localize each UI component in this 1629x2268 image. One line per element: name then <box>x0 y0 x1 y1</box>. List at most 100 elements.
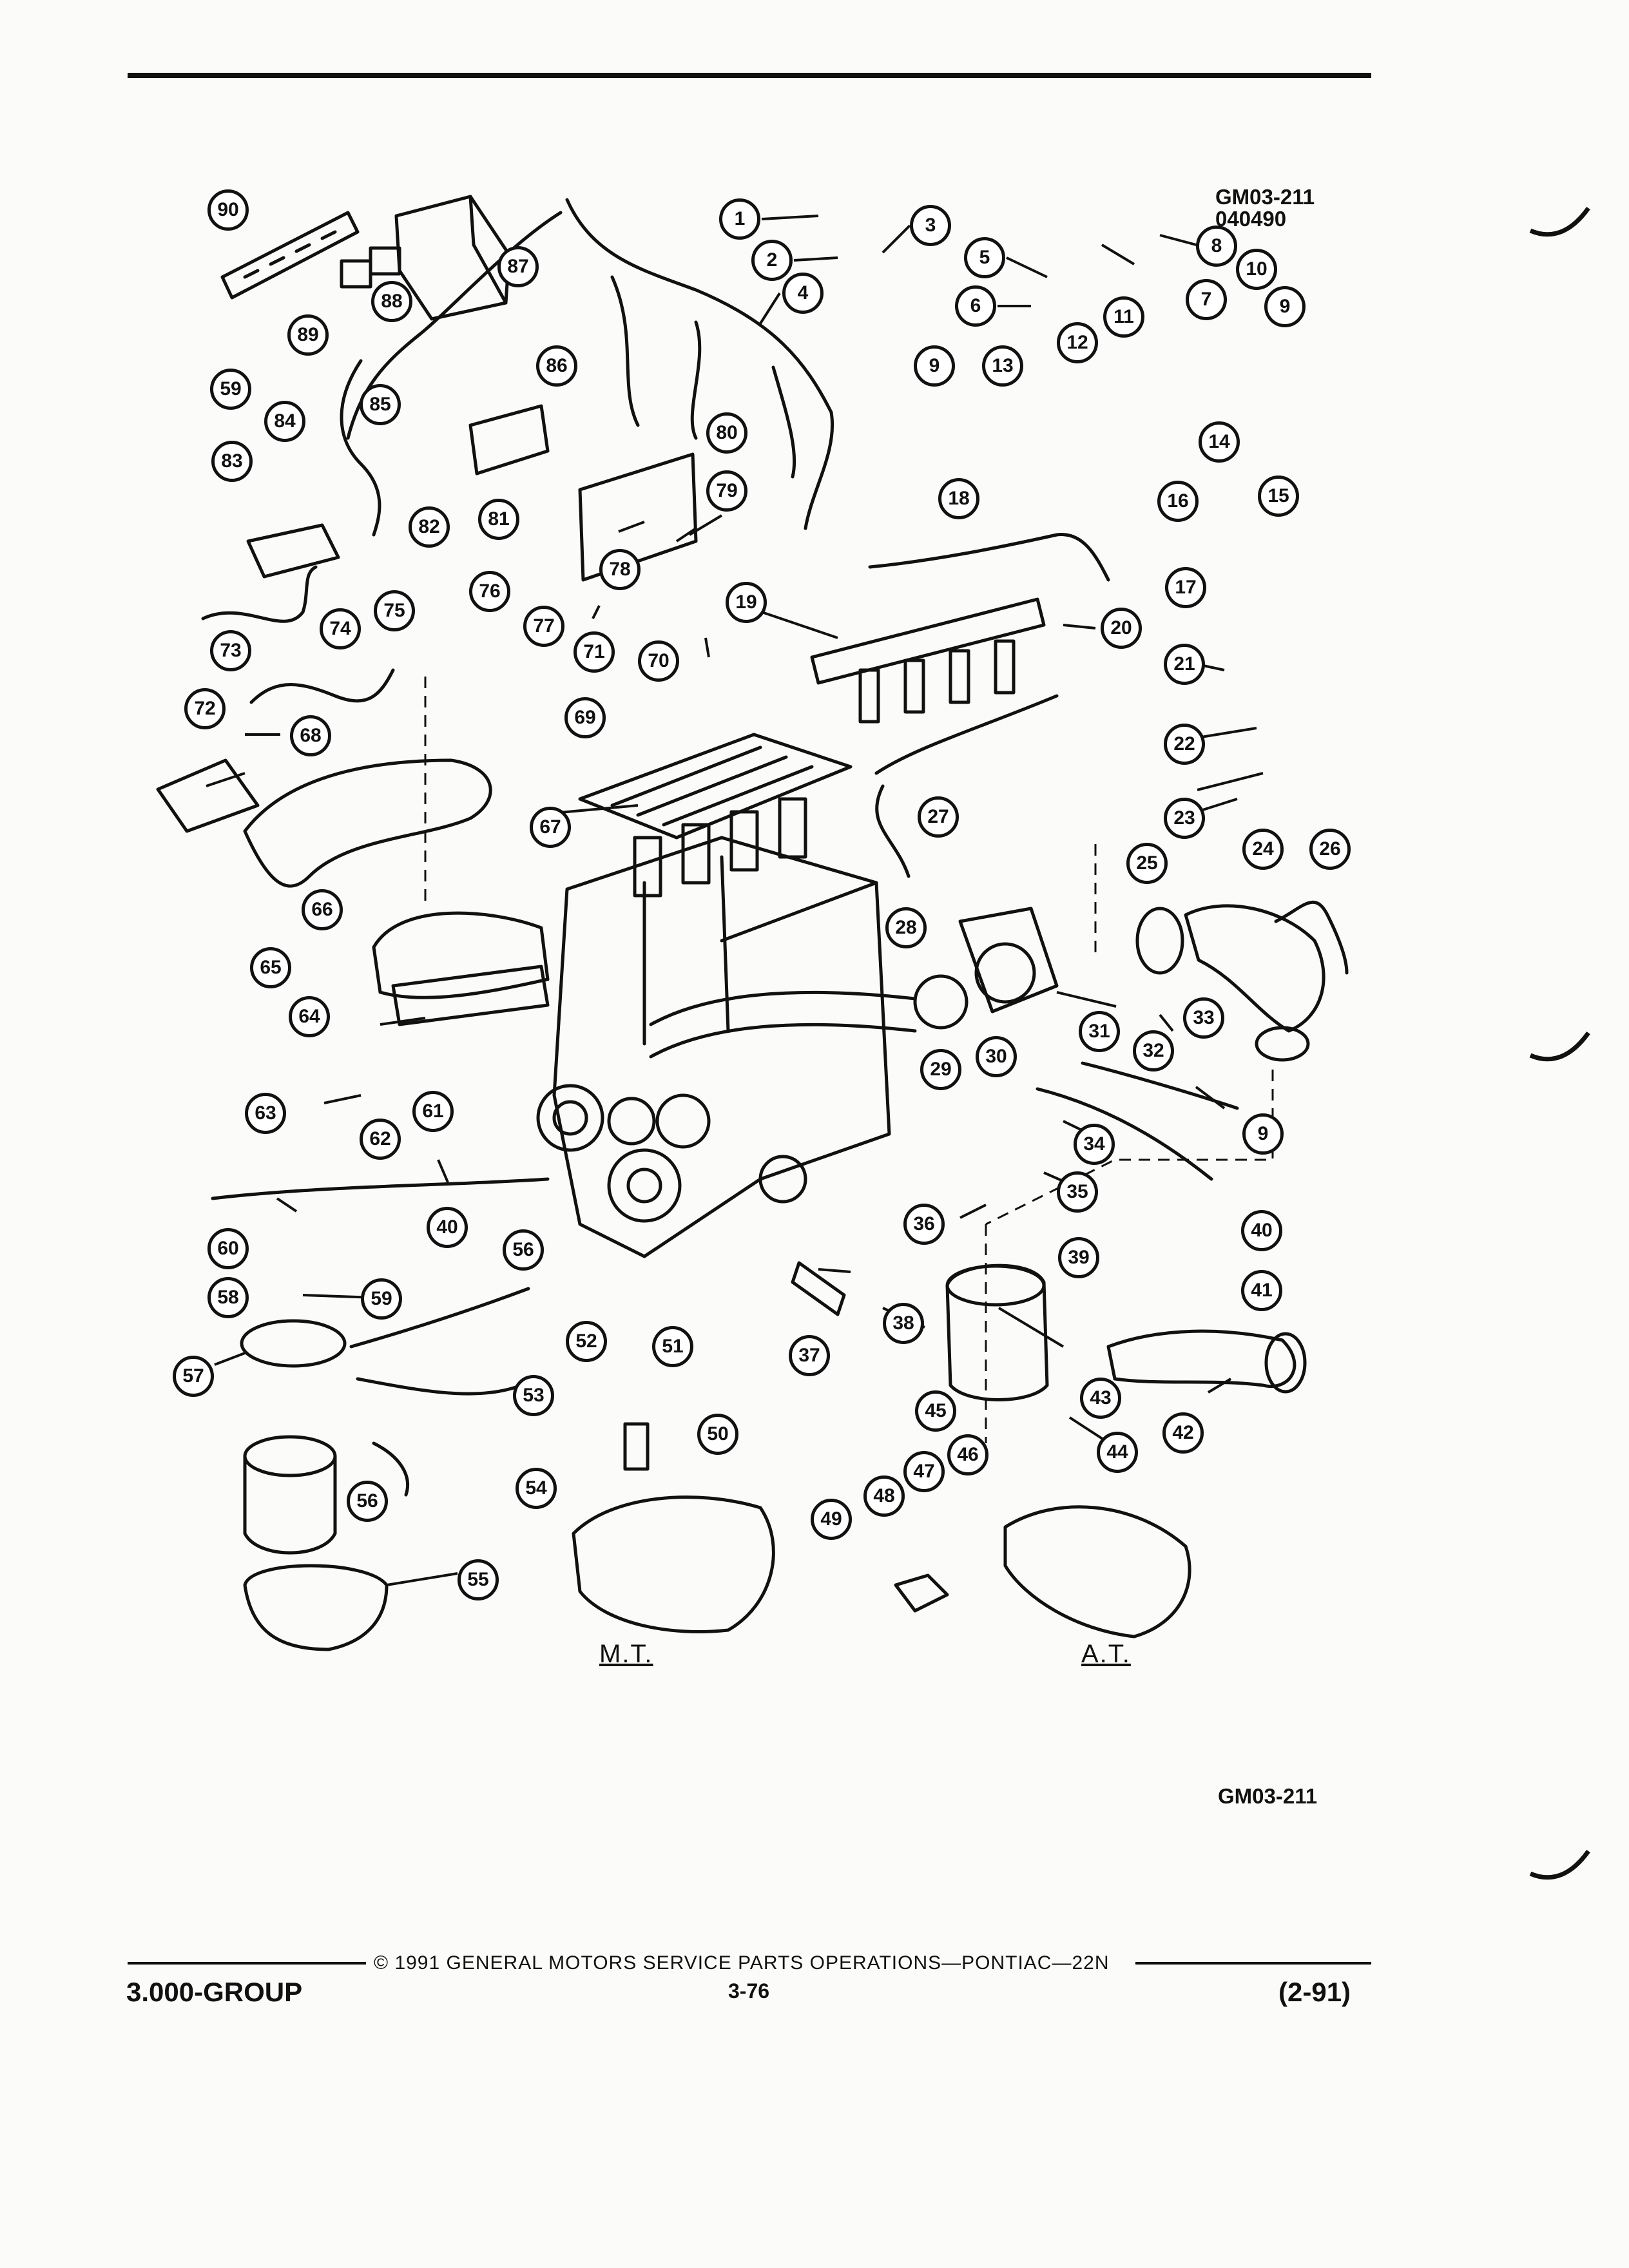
callout-87: 87 <box>497 246 539 287</box>
callout-47: 47 <box>903 1451 945 1492</box>
callout-35: 35 <box>1057 1171 1098 1213</box>
callout-71: 71 <box>574 631 615 673</box>
diagram-code: GM03-211 <box>1215 185 1315 209</box>
callout-19: 19 <box>726 582 767 623</box>
callout-74: 74 <box>320 608 361 649</box>
callout-31: 31 <box>1079 1011 1120 1052</box>
callout-8: 8 <box>1196 226 1237 267</box>
callout-75: 75 <box>374 590 415 631</box>
callout-82: 82 <box>409 506 450 548</box>
callout-14: 14 <box>1199 421 1240 463</box>
callout-48: 48 <box>863 1475 905 1517</box>
callout-76: 76 <box>469 571 510 612</box>
callout-80: 80 <box>706 412 747 454</box>
callout-28: 28 <box>885 907 927 948</box>
callout-27: 27 <box>918 796 959 838</box>
callout-49: 49 <box>811 1499 852 1540</box>
callout-26: 26 <box>1309 829 1351 870</box>
callout-88: 88 <box>371 281 412 322</box>
top-rule <box>128 73 1371 78</box>
callout-2: 2 <box>751 240 793 281</box>
margin-mark-middle <box>1529 1031 1590 1062</box>
callout-11: 11 <box>1103 296 1144 338</box>
callout-68: 68 <box>290 715 331 756</box>
callout-85: 85 <box>360 384 401 425</box>
callout-29: 29 <box>920 1049 961 1090</box>
callout-83: 83 <box>211 441 253 482</box>
callout-50: 50 <box>697 1414 738 1455</box>
bottom-diagram-code: GM03-211 <box>1218 1784 1318 1808</box>
callout-37: 37 <box>789 1335 830 1376</box>
callout-54: 54 <box>516 1468 557 1509</box>
callout-58: 58 <box>207 1277 249 1318</box>
diagram-date-code: 040490 <box>1215 207 1287 231</box>
callout-42: 42 <box>1162 1412 1204 1454</box>
callout-21: 21 <box>1164 644 1205 685</box>
callout-77: 77 <box>523 606 564 647</box>
footer-group-code: 3.000-GROUP <box>126 1977 303 2007</box>
callout-65: 65 <box>250 947 291 988</box>
callout-73: 73 <box>210 630 251 671</box>
callout-89: 89 <box>287 314 329 356</box>
callout-86: 86 <box>536 345 577 387</box>
footer-page-number: 3-76 <box>728 1979 770 2003</box>
callout-23: 23 <box>1164 798 1205 839</box>
callout-38: 38 <box>883 1303 924 1344</box>
callout-13: 13 <box>982 345 1023 387</box>
callout-33: 33 <box>1183 997 1224 1039</box>
callout-66: 66 <box>302 889 343 930</box>
callout-90: 90 <box>207 189 249 231</box>
callout-84: 84 <box>264 401 305 442</box>
callout-18: 18 <box>938 478 979 519</box>
callout-70: 70 <box>638 640 679 682</box>
margin-mark-bottom <box>1529 1849 1590 1880</box>
callout-4: 4 <box>782 273 824 314</box>
callout-69: 69 <box>564 697 606 738</box>
callout-9c: 9 <box>1242 1113 1284 1155</box>
callout-1: 1 <box>719 198 760 240</box>
callout-32: 32 <box>1133 1030 1174 1072</box>
callout-43: 43 <box>1080 1378 1121 1419</box>
callout-52: 52 <box>566 1321 607 1362</box>
margin-mark-top <box>1529 206 1590 237</box>
callout-63: 63 <box>245 1093 286 1134</box>
callout-56a: 56 <box>503 1229 544 1271</box>
relay-bracket-drawing <box>220 211 360 300</box>
footer-rule-right <box>1135 1962 1371 1965</box>
callout-24: 24 <box>1242 829 1284 870</box>
callout-81: 81 <box>478 499 519 540</box>
callout-60: 60 <box>207 1228 249 1269</box>
callout-40b: 40 <box>427 1207 468 1248</box>
callout-44: 44 <box>1097 1432 1138 1473</box>
callout-12: 12 <box>1057 322 1098 363</box>
callout-7: 7 <box>1186 279 1227 320</box>
callout-15: 15 <box>1258 476 1299 517</box>
footer-copyright: © 1991 GENERAL MOTORS SERVICE PARTS OPER… <box>374 1952 1110 1974</box>
callout-5: 5 <box>964 237 1005 278</box>
callout-53: 53 <box>513 1375 554 1416</box>
automatic-transmission-label: A.T. <box>1081 1640 1131 1668</box>
callout-9a: 9 <box>1264 286 1306 327</box>
callout-30: 30 <box>976 1036 1017 1077</box>
callout-41: 41 <box>1241 1270 1282 1311</box>
callout-51: 51 <box>652 1326 693 1367</box>
footer-rule-left <box>128 1962 366 1965</box>
callout-62: 62 <box>360 1119 401 1160</box>
manual-transmission-label: M.T. <box>599 1640 653 1668</box>
callout-78: 78 <box>599 549 641 590</box>
callout-55: 55 <box>458 1559 499 1600</box>
callout-64: 64 <box>289 996 330 1037</box>
callout-56b: 56 <box>347 1481 388 1522</box>
callout-72: 72 <box>184 688 226 729</box>
callout-59b: 59 <box>210 369 251 410</box>
footer-revision-date: (2-91) <box>1278 1977 1351 2007</box>
callout-36: 36 <box>903 1204 945 1245</box>
callout-61: 61 <box>412 1091 454 1132</box>
callout-57: 57 <box>173 1356 214 1397</box>
callout-25: 25 <box>1126 843 1168 884</box>
callout-79: 79 <box>706 470 747 512</box>
callout-9b: 9 <box>914 345 955 387</box>
callout-16: 16 <box>1157 481 1199 522</box>
callout-20: 20 <box>1101 608 1142 649</box>
